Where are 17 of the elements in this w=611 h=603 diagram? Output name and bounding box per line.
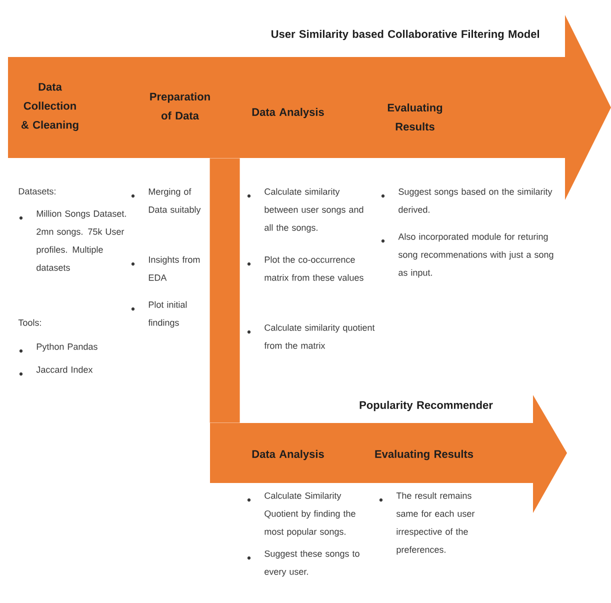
- bullet-item: Jaccard Index: [19, 366, 93, 376]
- bullet-item: Insights from EDA: [131, 256, 200, 281]
- bullet-item: Python Pandas: [19, 343, 98, 353]
- bullet-item: Merging of Data suitably: [131, 188, 201, 215]
- bullet-item: Calculate similarity quotient from the matrix: [247, 324, 375, 349]
- bullet-item: The result remains same for each user irrespective of the preferences.: [379, 492, 475, 555]
- list-heading: Datasets:: [18, 188, 56, 194]
- bullet-item: Suggest songs based on the similarity derived.: [381, 188, 552, 213]
- bullet-item: Suggest these songs to every user.: [247, 550, 360, 577]
- list-heading: Tools:: [18, 319, 41, 326]
- bullet-item: Also incorporated module for returing song recommenations with just a song as input.: [381, 233, 554, 278]
- bullet-item: Plot initial findings: [131, 301, 187, 328]
- bullet-item: Calculate Similarity Quotient by finding the most popular songs.: [247, 492, 356, 537]
- connector-bar: [210, 158, 240, 423]
- bullet-item: Million Songs Dataset. 2mn songs. 75k User profiles. Multiple datasets: [19, 210, 126, 271]
- bullet-item: Plot the co-occurrence matrix from these values: [247, 256, 364, 281]
- bullet-item: Calculate similarity between user songs and all the songs.: [247, 188, 364, 233]
